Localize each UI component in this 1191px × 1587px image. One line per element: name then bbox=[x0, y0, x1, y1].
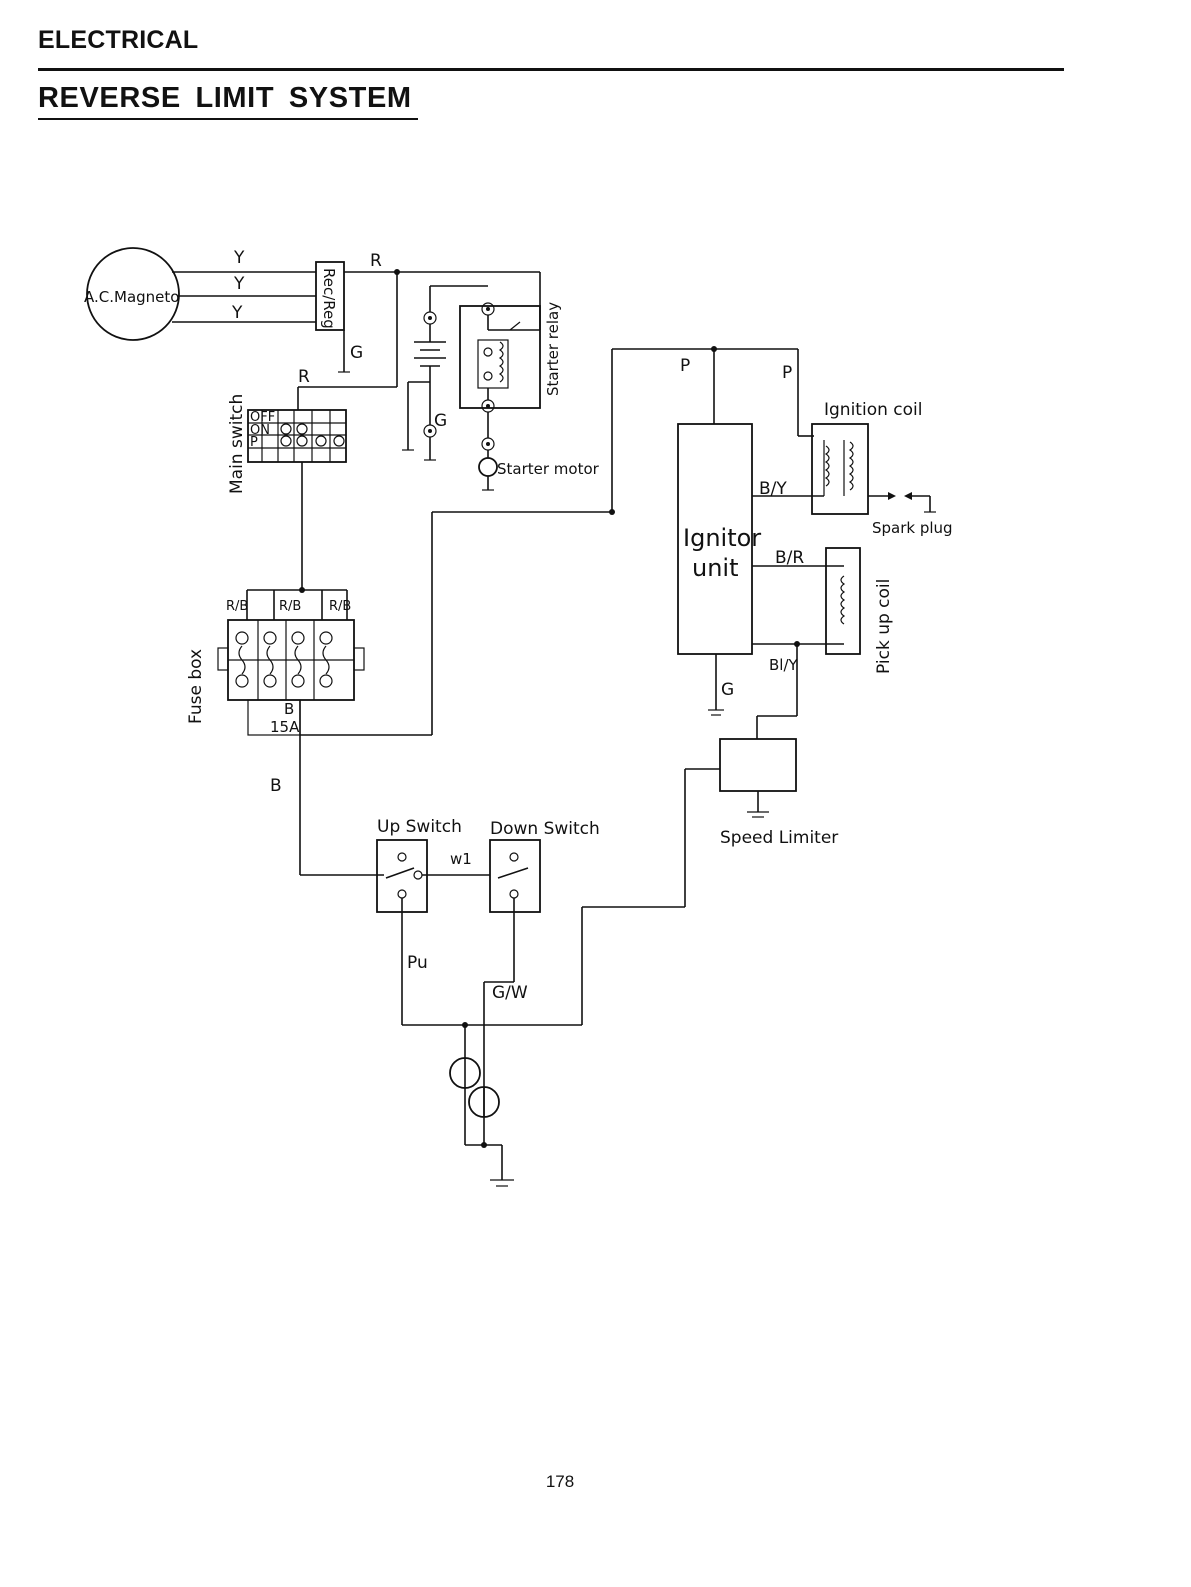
pink-wire: P P bbox=[300, 346, 814, 736]
main-switch: Main switch OFF ON P bbox=[227, 394, 347, 494]
down-switch-label: Down Switch bbox=[490, 819, 600, 839]
speed-limiter: Speed Limiter bbox=[719, 738, 838, 848]
wire-label-y2: Y bbox=[233, 274, 245, 294]
wire-label-g-ignitor: G bbox=[721, 680, 734, 700]
wire-label-gw: G/W bbox=[492, 983, 528, 1003]
pickup-coil-label: Pick up coil bbox=[874, 579, 894, 674]
wire-label-r1: R bbox=[370, 251, 382, 271]
wire-label-b: B bbox=[270, 776, 282, 796]
magneto-yellow-wires: Y Y Y bbox=[172, 248, 316, 323]
wire-label-rb1: R/B bbox=[226, 599, 248, 614]
starter-motor-label: Starter motor bbox=[497, 460, 600, 478]
wire-label-w1: w1 bbox=[450, 850, 472, 868]
starter-relay-label: Starter relay bbox=[544, 302, 562, 396]
up-switch-label: Up Switch bbox=[377, 817, 462, 837]
rectifier-regulator: Rec/Reg G bbox=[315, 261, 363, 373]
ignition-coil: Ignition coil B/Y Spark plug bbox=[752, 400, 953, 537]
wire-label-rb2: R/B bbox=[279, 599, 301, 614]
down-switch: Down Switch G/W bbox=[483, 819, 600, 1145]
battery: G bbox=[402, 285, 488, 461]
wire-label-y1: Y bbox=[233, 248, 245, 268]
pickup-coil: B/R Pick up coil Bl/Y bbox=[752, 547, 894, 674]
main-switch-off: OFF bbox=[250, 410, 275, 425]
wire-label-p1: P bbox=[680, 356, 690, 376]
wire-label-rb3: R/B bbox=[329, 599, 351, 614]
up-switch: Up Switch w1 Pu bbox=[376, 817, 490, 1025]
starter-relay: Starter relay bbox=[459, 302, 562, 413]
main-switch-on: ON bbox=[250, 423, 270, 438]
spark-plug-label: Spark plug bbox=[872, 519, 953, 537]
wire-label-by: B/Y bbox=[759, 479, 787, 499]
title-underline bbox=[38, 118, 418, 120]
red-wire-rec: R R bbox=[297, 251, 541, 410]
wire-label-g-battery: G bbox=[434, 411, 447, 431]
main-switch-label: Main switch bbox=[227, 394, 247, 494]
magneto-label: A.C.Magneto bbox=[84, 288, 179, 306]
wire-label-p2: P bbox=[782, 363, 792, 383]
wire-label-bly: Bl/Y bbox=[769, 656, 799, 674]
speed-limiter-wires bbox=[581, 644, 798, 1025]
black-wire: B bbox=[270, 700, 384, 876]
wire-label-br: B/R bbox=[775, 548, 804, 568]
wire-label-y3: Y bbox=[231, 303, 243, 323]
ignition-coil-label: Ignition coil bbox=[824, 400, 922, 420]
indicator-lamps bbox=[402, 1022, 582, 1187]
ignitor-label-1: Ignitor bbox=[683, 524, 761, 552]
rectifier-label: Rec/Reg bbox=[320, 268, 338, 329]
main-switch-p: P bbox=[250, 435, 258, 450]
speed-limiter-label: Speed Limiter bbox=[720, 828, 838, 848]
wire-label-pu: Pu bbox=[407, 953, 428, 973]
fuse-rating-label: 15A bbox=[270, 718, 300, 736]
starter-motor: Starter motor bbox=[478, 412, 600, 491]
fuse-box: Fuse box R/B R/B R/B B 15A bbox=[186, 587, 365, 736]
wire-label-g-rec: G bbox=[350, 343, 363, 363]
fuse-box-label: Fuse box bbox=[186, 649, 206, 724]
wire-label-b-fuse: B bbox=[284, 700, 294, 718]
ignitor-unit: Ignitor unit G bbox=[677, 423, 761, 716]
section-title: ELECTRICAL bbox=[38, 26, 199, 54]
header-rule bbox=[38, 68, 1064, 71]
page-title: REVERSE LIMIT SYSTEM bbox=[38, 82, 412, 114]
wire-label-r2: R bbox=[298, 367, 310, 387]
ac-magneto: A.C.Magneto bbox=[84, 247, 180, 341]
page-number: 178 bbox=[545, 1472, 575, 1491]
ignitor-label-2: unit bbox=[692, 554, 739, 582]
